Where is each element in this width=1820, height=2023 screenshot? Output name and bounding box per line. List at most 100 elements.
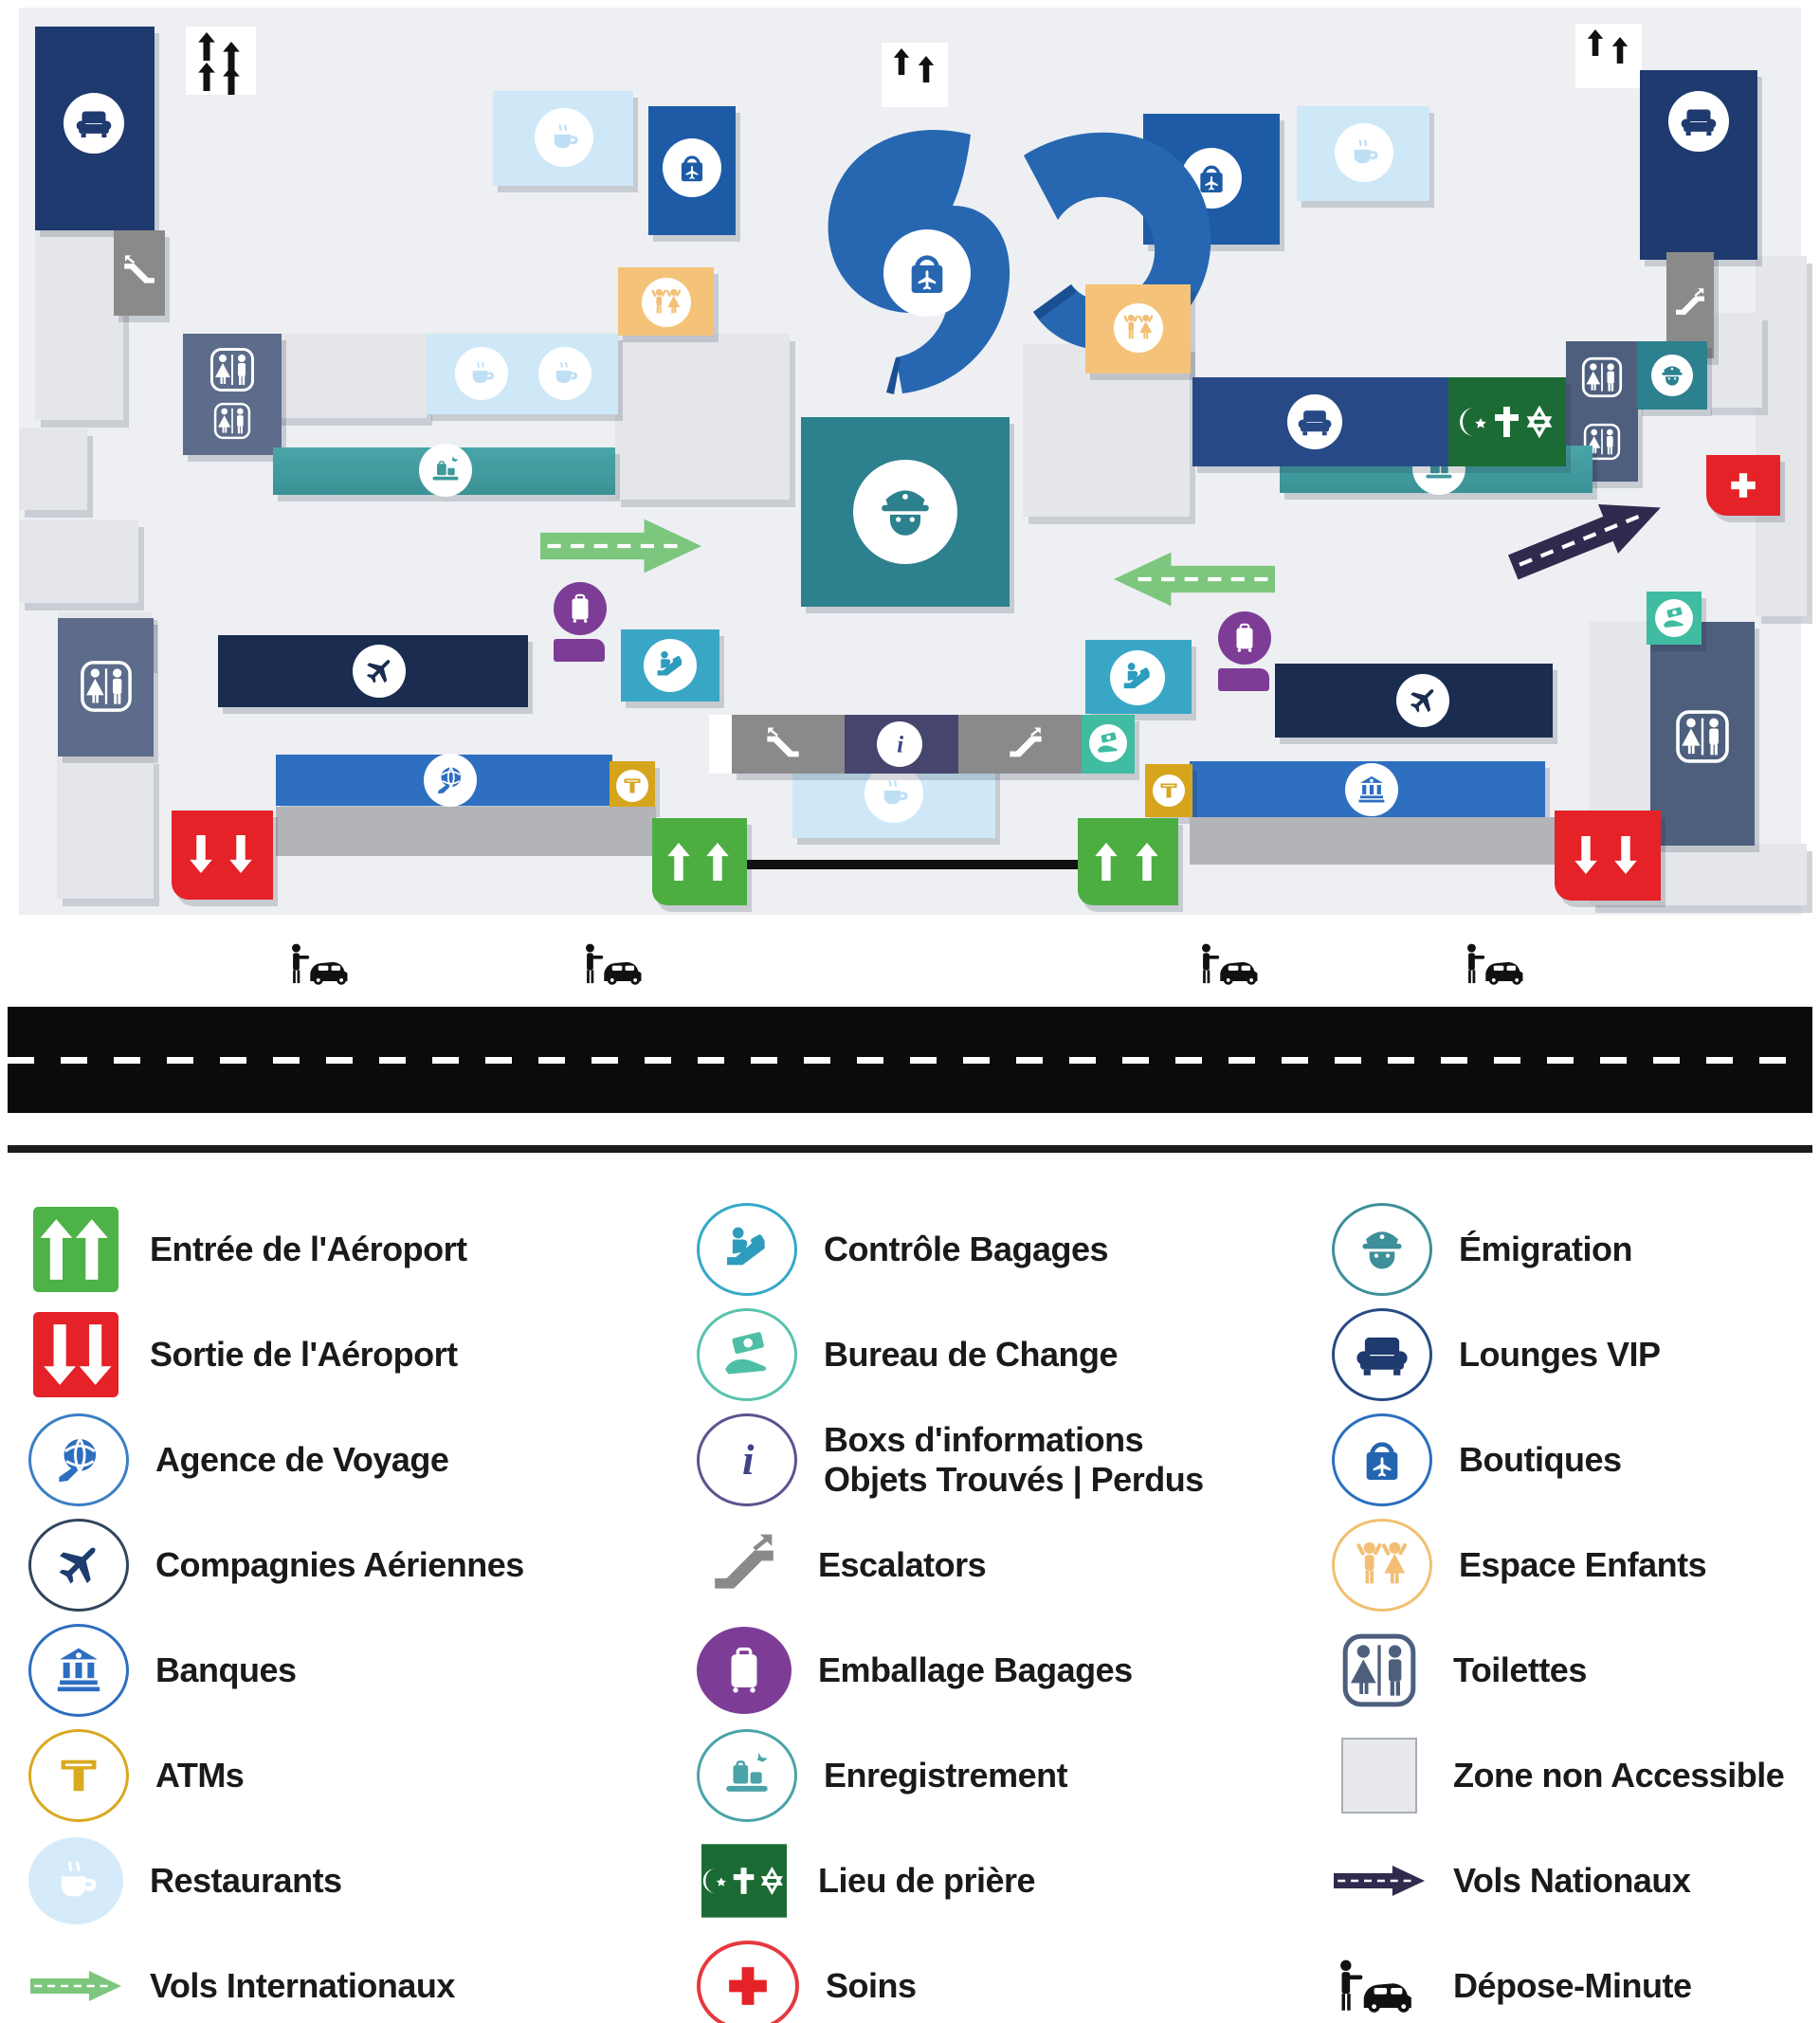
legend-column-2: Contrôle Bagages Bureau de Change Boxs d…: [697, 1196, 1204, 2023]
vip-lounge-icon: [1668, 91, 1729, 152]
restaurant-area: [493, 91, 633, 186]
travel-agency-counter: [276, 754, 612, 807]
zone-non-accessible: [709, 715, 734, 774]
central-escalator-strip: [732, 715, 1082, 774]
legend-label: Bureau de Change: [824, 1334, 1119, 1374]
vip-lounge-icon: [1287, 394, 1342, 449]
legend-item-escalators: Escalators: [697, 1512, 1204, 1617]
legend-item-first-aid: Soins: [697, 1933, 1204, 2023]
baggage-wrap-station: [554, 582, 607, 665]
restaurant-area: [1297, 106, 1429, 201]
escalators-icon: [697, 1530, 792, 1600]
entrance-arrows-icon: [666, 843, 691, 881]
legend-item-baggage-wrap: Emballage Bagages: [697, 1617, 1204, 1722]
emigration-icon: [1332, 1202, 1432, 1296]
legend-label: Vols Internationaux: [150, 1965, 455, 2005]
restaurant-icon: [455, 347, 508, 400]
baggage-wrap-icon: [554, 582, 607, 635]
airport-entrance: [652, 818, 747, 905]
vip-lounge-area: [1640, 70, 1757, 260]
restaurant-icon: [535, 108, 593, 167]
legend-item-entrance: Entrée de l'Aéroport: [28, 1196, 524, 1302]
emigration-icon: [1651, 355, 1693, 396]
legend-label: Escalators: [818, 1544, 987, 1584]
legend-item-international-flights: Vols Internationaux: [28, 1933, 524, 2023]
terminal-floorplan: [19, 8, 1807, 915]
drop-off-icon: [1464, 940, 1532, 988]
baggage-control-area: [621, 629, 719, 702]
legend-label: ATMs: [155, 1755, 245, 1795]
currency-exchange-icon: [1655, 599, 1693, 637]
currency-exchange-booth: [1082, 715, 1135, 774]
kids-area-icon: [1114, 303, 1163, 353]
airlines-icon: [28, 1518, 129, 1612]
restaurants-icon: [28, 1836, 123, 1924]
zone-non-accessible: [1756, 256, 1807, 616]
toilets-area: [1650, 622, 1755, 846]
international-flights-arrow: [540, 517, 701, 575]
legend-item-prayer-room: Lieu de prière: [697, 1828, 1204, 1933]
boutiques-icon: [1332, 1412, 1432, 1506]
legend-label: Sortie de l'Aéroport: [150, 1334, 458, 1374]
toilets-icon: [1332, 1632, 1427, 1708]
legend-column-1: Entrée de l'Aéroport Sortie de l'Aéropor…: [28, 1196, 524, 2023]
road-center-line: [8, 1057, 1812, 1064]
kids-area-icon: [642, 278, 691, 327]
walkway-band: [1190, 817, 1566, 865]
check-in-icon: [697, 1728, 797, 1822]
vip-lounge-icon: [64, 93, 124, 154]
travel-agency-icon: [424, 754, 477, 807]
legend-item-baggage-control: Contrôle Bagages: [697, 1196, 1204, 1302]
escalator-icon: [764, 725, 802, 763]
first-aid-icon: [1726, 468, 1760, 502]
legend-item-banks: Banques: [28, 1617, 524, 1722]
international-flights-arrow-icon: [28, 1969, 123, 2003]
escalator-icon: [1666, 252, 1714, 358]
prayer-room: [1448, 377, 1566, 466]
walkway-band: [276, 807, 656, 856]
legend-item-emigration: Émigration: [1332, 1196, 1784, 1302]
drop-off-icon: [1332, 1959, 1427, 2014]
currency-exchange-booth: [1647, 592, 1702, 645]
zone-non-accessible: [255, 334, 427, 418]
legend-label: Banques: [155, 1649, 297, 1689]
exit-icon: [28, 1311, 123, 1397]
legend-label: Dépose-Minute: [1453, 1965, 1692, 2005]
kids-area: [618, 267, 714, 336]
emigration-icon: [853, 460, 957, 564]
elevator-icon: [186, 27, 256, 95]
legend-label: Boutiques: [1459, 1439, 1622, 1479]
information-box: [845, 715, 958, 774]
banks-icon: [1345, 763, 1398, 816]
vip-lounge-bar: [1192, 377, 1448, 466]
restaurant-icon: [1335, 123, 1393, 182]
legend-label: Lounges VIP: [1459, 1334, 1661, 1374]
prayer-room-icon: [697, 1843, 792, 1918]
legend-item-exit: Sortie de l'Aéroport: [28, 1302, 524, 1407]
baggage-wrap-station: [1218, 611, 1271, 695]
legend-label: Entrée de l'Aéroport: [150, 1229, 467, 1268]
zone-non-accessible: [57, 756, 154, 899]
zone-non-accessible: [615, 334, 790, 500]
non-accessible-zone-swatch: [1332, 1737, 1427, 1813]
first-aid-area: [1706, 455, 1780, 516]
legend-label: Soins: [826, 1965, 917, 2005]
international-flights-arrow: [1114, 550, 1275, 609]
restaurant-icon: [538, 347, 592, 400]
legend-item-non-accessible-zone: Zone non Accessible: [1332, 1722, 1785, 1828]
legend-item-airlines: Compagnies Aériennes: [28, 1512, 524, 1617]
boutique-icon: [663, 138, 721, 197]
elevator-icon: [882, 43, 948, 107]
emigration-area: [1637, 341, 1707, 410]
airlines-icon: [1396, 674, 1449, 727]
baggage-control-area: [1085, 640, 1192, 714]
access-road: [8, 1007, 1812, 1113]
kids-area-icon: [1332, 1518, 1432, 1612]
atm: [610, 761, 655, 811]
curb-line: [8, 1145, 1812, 1153]
escalator-icon: [1007, 725, 1045, 763]
information-icon: [877, 721, 922, 767]
